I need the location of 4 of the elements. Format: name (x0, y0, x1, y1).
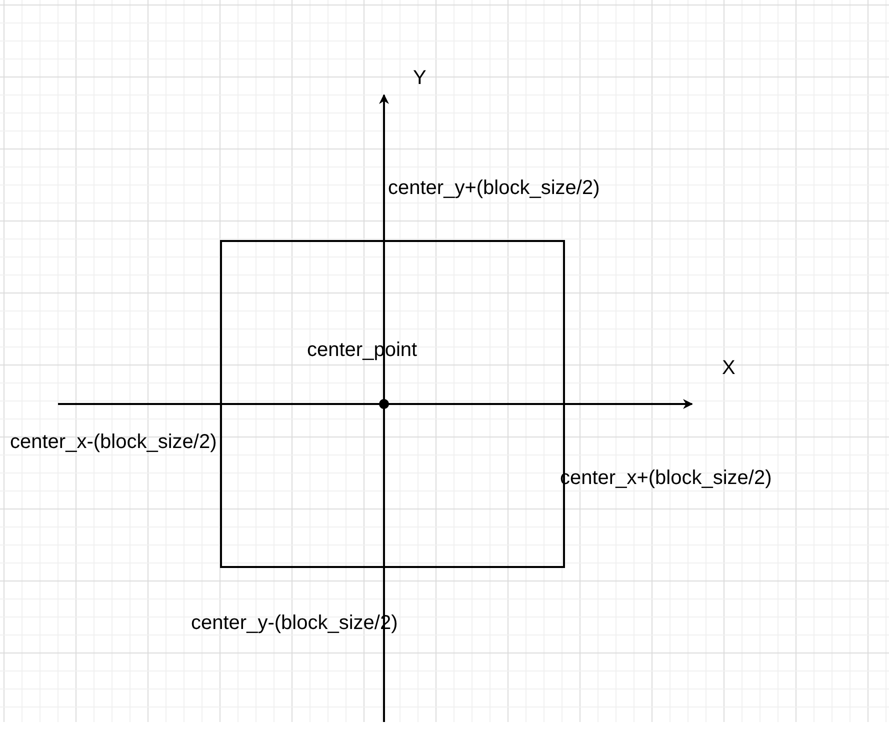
axis-label: Y (413, 66, 426, 90)
coordinate-label: center_y+(block_size/2) (388, 176, 600, 200)
axis-label: X (722, 356, 736, 380)
coordinate-label: center_x-(block_size/2) (10, 430, 217, 454)
